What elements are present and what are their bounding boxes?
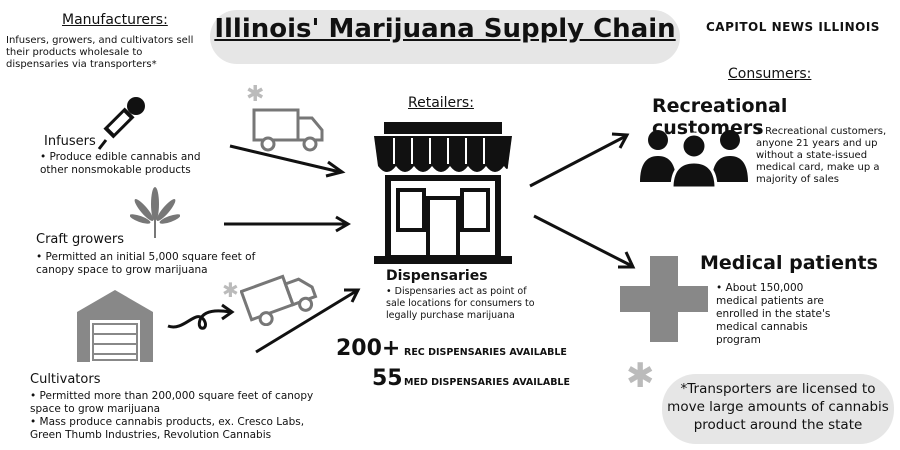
arrow-icon: [229, 144, 346, 178]
medical-bullet: • About 150,000 medical patients are enr…: [716, 282, 831, 346]
cannabis-leaf-icon: [130, 187, 180, 238]
craft-growers-title: Craft growers: [36, 232, 124, 247]
arrow-icon: [224, 215, 351, 233]
med-count: 55: [372, 366, 403, 391]
medical-title: Medical patients: [700, 252, 878, 274]
brand-logo: CAPITOL NEWS ILLINOIS: [706, 20, 880, 34]
manufacturers-description: Infusers, growers, and cultivators sell …: [6, 35, 194, 70]
page-title: Illinois' Marijuana Supply Chain: [214, 14, 676, 44]
rec-label: REC DISPENSARIES AVAILABLE: [404, 347, 567, 358]
dropper-icon: [97, 97, 145, 150]
dispensaries-title: Dispensaries: [386, 268, 488, 284]
craft-growers-bullet: • Permitted an initial 5,000 square feet…: [36, 251, 256, 276]
infusers-title: Infusers: [44, 134, 96, 149]
retailers-heading: Retailers:: [408, 95, 474, 111]
warehouse-icon: [77, 290, 153, 362]
cultivators-bullet-2: • Mass produce cannabis products, ex. Cr…: [30, 416, 305, 441]
dispensaries-bullet: • Dispensaries act as point of sale loca…: [386, 286, 535, 321]
rec-count: 200+: [336, 336, 401, 361]
truck-icon: [252, 108, 324, 152]
cultivators-title: Cultivators: [30, 372, 101, 387]
asterisk-icon: ✱: [246, 82, 265, 107]
med-label: MED DISPENSARIES AVAILABLE: [404, 377, 570, 388]
consumers-heading: Consumers:: [728, 66, 812, 82]
curly-arrow-icon: [167, 303, 235, 330]
transporters-note-background: [662, 374, 894, 444]
arrow-icon: [255, 288, 361, 354]
storefront-icon: [374, 122, 512, 264]
arrow-icon: [533, 214, 636, 269]
title-background: [210, 10, 680, 64]
medical-cross-icon: [620, 256, 708, 342]
transporters-note: *Transporters are licensed to move large…: [667, 381, 889, 433]
manufacturers-heading: Manufacturers:: [62, 12, 168, 28]
people-group-icon: [640, 130, 748, 188]
recreational-bullet: • Recreational customers, anyone 21 year…: [756, 126, 887, 185]
asterisk-icon: ✱: [626, 356, 655, 396]
cultivators-bullet-1: • Permitted more than 200,000 square fee…: [30, 390, 314, 415]
infusers-bullet: • Produce edible cannabis and other nons…: [40, 151, 201, 176]
asterisk-icon: ✱: [222, 278, 239, 302]
arrow-icon: [529, 132, 630, 188]
truck-icon: [240, 274, 318, 326]
